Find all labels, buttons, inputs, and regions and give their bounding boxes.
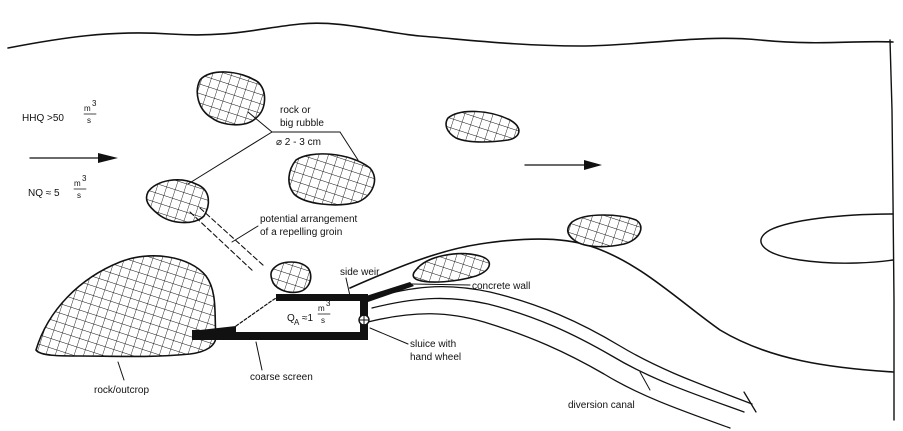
side-weir-label: side weir [340,267,380,278]
sluice-label-line1: sluice with [410,339,456,350]
nq-unit-s: s [77,191,81,200]
groin-label-line1: potential arrangement [260,214,358,225]
hhq-unit-exp: 3 [92,99,97,108]
groin-label-line2: of a repelling groin [260,227,342,238]
hand-wheel-icon [358,314,370,326]
boulder [288,153,376,206]
groin-leader [231,225,259,243]
hhq-label: HHQ >50 [22,113,64,124]
far-bank-edge [889,39,895,421]
hhq-unit-m: m [84,104,91,113]
rock-outcrop [35,255,217,358]
concrete-wall-label: concrete wall [472,281,530,292]
canal-bank-middle [371,297,745,413]
repelling-groin [189,207,265,273]
boulder [445,110,520,143]
qa-label: Q [287,313,295,324]
qa-unit-m: m [318,304,325,313]
canal-bank-inner [367,313,731,429]
rock-label-line1: rock or [280,105,311,116]
diversion-canal-label: diversion canal [568,400,635,411]
qa-unit-exp: 3 [326,299,331,308]
boulder [145,179,210,224]
coarse-screen-label: coarse screen [250,372,313,383]
coarse-screen-leader [255,341,263,371]
qa-subscript: A [294,318,300,327]
nq-unit-m: m [74,179,81,188]
sluice-label-line2: hand wheel [410,352,461,363]
rock-label-line3: ⌀ 2 - 3 cm [276,137,321,148]
qa-unit-s: s [321,316,325,325]
rock-label-line2: big rubble [280,118,324,129]
boulder [566,214,642,248]
boulder [196,71,266,126]
canal-leader [639,371,651,391]
arrow-right-icon [524,160,602,170]
rock-leader [187,111,359,185]
concrete-wall-leader [411,283,471,286]
canal-bank-outer [371,285,753,405]
boulder [412,252,491,283]
rock-outcrop-label: rock/outcrop [94,385,149,396]
boulder [270,261,312,294]
hhq-unit-s: s [87,116,91,125]
far-river-bank [7,22,894,49]
island [760,213,894,264]
nq-label: NQ ≈ 5 [28,188,60,199]
sluice-leader [369,327,409,345]
near-river-bank [349,238,894,373]
side-weir-leader [345,277,351,297]
qa-value: ≈1 [302,313,313,324]
canal-end-mark [743,391,757,413]
arrow-right-icon [29,153,118,163]
outcrop-leader [117,361,125,381]
nq-unit-exp: 3 [82,174,87,183]
